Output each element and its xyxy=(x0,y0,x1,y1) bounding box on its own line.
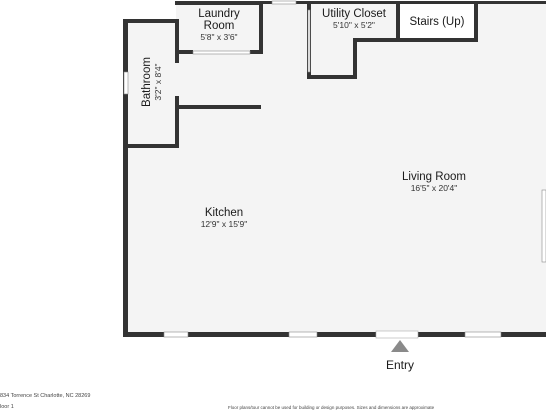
stairs-label: Stairs (Up) xyxy=(402,16,472,28)
footer-disclaimer: Floor plans/tour cannot be used for buil… xyxy=(228,405,435,410)
kitchen-name: Kitchen xyxy=(204,207,244,219)
living-room-name: Living Room xyxy=(402,171,466,183)
laundry-room-dim: 5'8" x 3'6" xyxy=(200,32,238,42)
kitchen-label: Kitchen 12'9" x 15'9" xyxy=(174,207,274,229)
windows xyxy=(123,0,546,338)
laundry-room-label: Laundry Room 5'8" x 3'6" xyxy=(186,8,252,42)
footer-floor: loor 1 xyxy=(0,404,14,410)
bathroom-label: Bathroom 3'2" x 8'4" xyxy=(141,42,163,122)
kitchen-dim: 12'9" x 15'9" xyxy=(200,219,248,229)
floor-area xyxy=(124,3,546,336)
laundry-room-name-line1: Laundry xyxy=(198,8,240,20)
entry-label: Entry xyxy=(385,358,414,372)
utility-closet-dim: 5'10" x 5'2" xyxy=(333,20,375,30)
bathroom-dim: 3'2" x 8'4" xyxy=(153,63,163,101)
utility-closet-label: Utility Closet 5'10" x 5'2" xyxy=(314,8,394,30)
utility-closet-name: Utility Closet xyxy=(322,8,386,20)
entry-door xyxy=(375,330,419,339)
living-room-dim: 16'5" x 20'4" xyxy=(410,183,458,193)
laundry-room-name-line2: Room xyxy=(203,20,235,32)
living-room-label: Living Room 16'5" x 20'4" xyxy=(384,171,484,193)
footer-address: 834 Torrence St Charlotte, NC 28269 xyxy=(0,393,91,399)
entry-arrow-icon xyxy=(391,340,409,352)
bathroom-name: Bathroom xyxy=(141,57,153,107)
stairs-name: Stairs (Up) xyxy=(409,16,465,28)
